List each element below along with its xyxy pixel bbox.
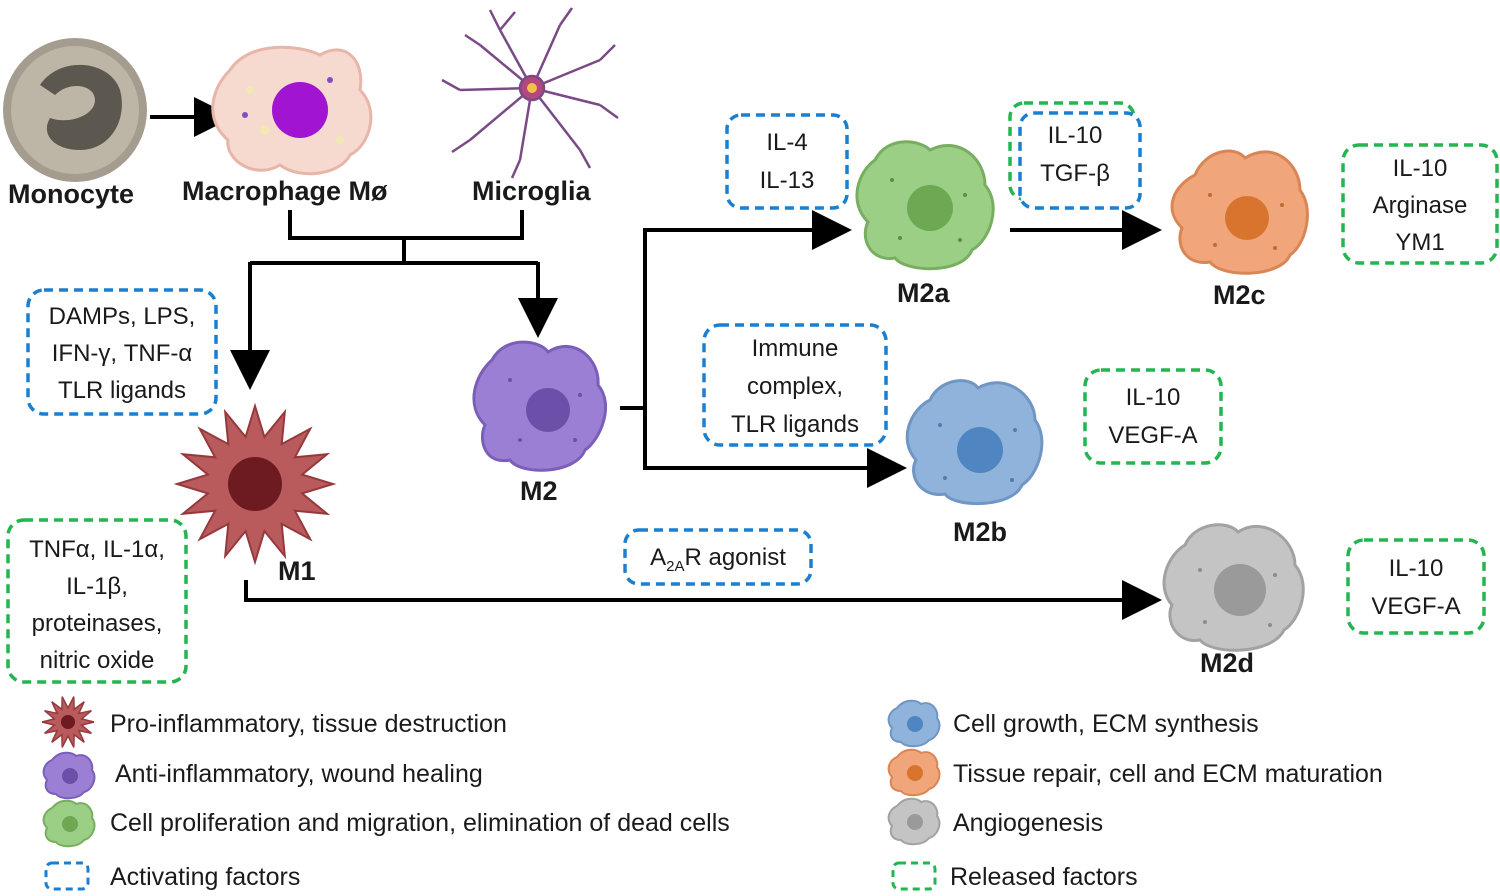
legend-m2c-text: Tissue repair, cell and ECM maturation: [953, 760, 1383, 788]
legend-released-icon: [891, 861, 937, 891]
m2c-label: M2c: [1213, 280, 1266, 310]
legend-m1-icon: [41, 696, 95, 748]
legend-m2a-text: Cell proliferation and migration, elimin…: [110, 809, 730, 837]
legend-activating-icon: [44, 861, 90, 891]
m1-activating-line-2: IFN-γ, TNF-α: [52, 340, 193, 367]
m1-released-line-1: TNFα, IL-1α,: [29, 536, 165, 563]
m2a-label: M2a: [897, 278, 951, 308]
m2b-activating-line-3: TLR ligands: [731, 411, 859, 438]
m2b-activating-line-2: complex,: [747, 373, 843, 400]
m2b-cell-illustration: [905, 379, 1044, 506]
m2-to-m2a-arrow: [620, 210, 852, 410]
m1-released-line-4: nitric oxide: [40, 647, 155, 674]
microglia-label: Microglia: [472, 176, 592, 206]
m2d-released-line-2: VEGF-A: [1371, 593, 1460, 620]
m2-to-m2b-arrow: [643, 408, 907, 488]
microglia-illustration: [441, 7, 619, 179]
m2b-released-line-1: IL-10: [1126, 384, 1181, 411]
m1-activating-line-3: TLR ligands: [58, 377, 186, 404]
legend-m1-text: Pro-inflammatory, tissue destruction: [110, 710, 507, 738]
m2-label: M2: [520, 476, 558, 506]
m2c-released-line-2: Arginase: [1373, 192, 1468, 219]
m1-released-factors-box: TNFα, IL-1α, IL-1β, proteinases, nitric …: [6, 518, 188, 684]
m2d-activating-factors-box: A2AR agonist: [623, 528, 813, 586]
m2d-released-line-1: IL-10: [1389, 555, 1444, 582]
a2ar-prefix: A: [650, 544, 666, 571]
legend: Pro-inflammatory, tissue destruction Ant…: [41, 696, 1383, 891]
m2c-released-line-1: IL-10: [1393, 155, 1448, 182]
m2d-activating-text: A2AR agonist: [650, 544, 786, 575]
m2a-activating-line-1: IL-4: [766, 129, 807, 156]
m2b-activating-line-1: Immune: [752, 335, 839, 362]
legend-m2d-icon: [887, 797, 941, 846]
a2ar-subscript: 2A: [666, 558, 684, 575]
m2b-label: M2b: [953, 517, 1007, 547]
legend-m2-text: Anti-inflammatory, wound healing: [115, 760, 483, 788]
m1-released-line-3: proteinases,: [32, 610, 163, 637]
legend-m2c-icon: [887, 748, 941, 797]
m2d-released-factors-box: IL-10 VEGF-A: [1346, 538, 1486, 635]
m1-activating-factors-box: DAMPs, LPS, IFN-γ, TNF-α TLR ligands: [26, 288, 218, 416]
m2a-activating-line-2: IL-13: [760, 167, 815, 194]
m2b-activating-factors-box: Immune complex, TLR ligands: [702, 323, 888, 447]
m1-activating-line-1: DAMPs, LPS,: [49, 303, 196, 330]
m2c-activating-line-1: IL-10: [1048, 122, 1103, 149]
legend-m2a-icon: [42, 799, 96, 848]
m2b-released-factors-box: IL-10 VEGF-A: [1083, 368, 1223, 465]
m2-cell-illustration: [472, 340, 608, 472]
m2c-activating-factors-box: IL-10 TGF-β: [1008, 101, 1142, 210]
top-connector: [250, 210, 538, 265]
m2a-activating-factors-box: IL-4 IL-13: [725, 113, 849, 210]
m1-released-line-2: IL-1β,: [66, 573, 128, 600]
m1-label: M1: [278, 556, 316, 586]
monocyte-illustration: [3, 38, 147, 182]
legend-m2b-icon: [887, 699, 941, 748]
m2d-cell-illustration: [1162, 523, 1305, 652]
legend-m2d-text: Angiogenesis: [953, 809, 1103, 837]
legend-released-text: Released factors: [950, 863, 1138, 891]
m2c-released-line-3: YM1: [1395, 229, 1444, 256]
macrophage-illustration: [211, 45, 373, 176]
m2c-released-factors-box: IL-10 Arginase YM1: [1341, 143, 1499, 265]
m1-cell-illustration: [173, 402, 337, 566]
monocyte-label: Monocyte: [8, 179, 134, 209]
m2c-activating-line-2: TGF-β: [1040, 160, 1110, 187]
legend-m2b-text: Cell growth, ECM synthesis: [953, 710, 1259, 738]
m2a-cell-illustration: [855, 140, 995, 271]
legend-activating-text: Activating factors: [110, 863, 300, 891]
m2d-label: M2d: [1200, 648, 1254, 678]
m2c-cell-illustration: [1170, 149, 1309, 275]
macrophage-label: Macrophage Mø: [182, 176, 388, 206]
m1-to-m2d-arrow: [244, 580, 1162, 620]
legend-m2-icon: [42, 751, 96, 800]
a2ar-suffix: R agonist: [684, 544, 786, 571]
m2b-released-line-2: VEGF-A: [1108, 422, 1197, 449]
